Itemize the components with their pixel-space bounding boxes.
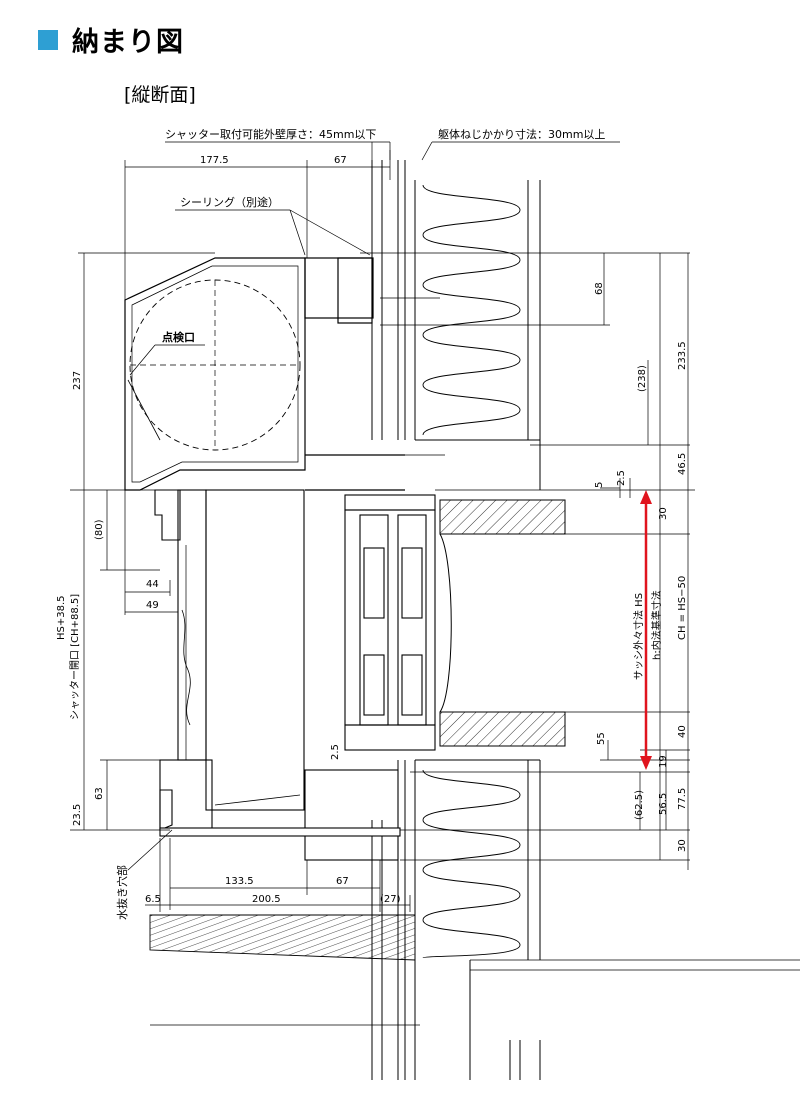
dim-237: 237 (72, 371, 83, 390)
dim-56-5: 56.5 (658, 793, 669, 815)
dim-2-5-bottom: 2.5 (330, 744, 341, 760)
dim-30-bottom: 30 (677, 839, 688, 852)
dim-77-5: 77.5 (677, 788, 688, 810)
dim-46-5: 46.5 (677, 453, 688, 475)
sill-block (439, 711, 566, 747)
dimension-lines (70, 141, 695, 912)
dim-44: 44 (146, 579, 159, 590)
sash-outer-size-label: サッシ外々寸法 HS (632, 593, 645, 680)
dim-63: 63 (94, 787, 105, 800)
head-block (439, 499, 566, 535)
shutter-box (124, 257, 306, 491)
screw-depth-note: 躯体ねじかかり寸法：30mm以上 (438, 127, 605, 141)
dim-49: 49 (146, 600, 159, 611)
dim-2-5-top: 2.5 (616, 470, 627, 486)
dim-40: 40 (677, 725, 688, 738)
dim-19: 19 (658, 755, 669, 768)
insulation-upper (422, 184, 521, 436)
dim-55: 55 (596, 732, 607, 745)
section-label: [縦断面] (124, 84, 196, 106)
guide-rail (154, 489, 305, 811)
dim-67-top: 67 (334, 155, 347, 166)
shutter-opening-label: シャッター開口 [CH+88.5] (69, 594, 81, 720)
sealing-note: シーリング（別途） (180, 195, 279, 209)
dim-200-5: 200.5 (252, 894, 281, 905)
dim-68: 68 (594, 282, 605, 295)
dim-233-5: 233.5 (677, 341, 688, 370)
window-sash (344, 494, 436, 751)
dim-23-5: 23.5 (72, 804, 83, 826)
dim-27: (27) (380, 894, 401, 905)
opening-line (439, 533, 452, 713)
dim-62-5: (62.5) (634, 790, 645, 820)
dim-30-top: 30 (658, 507, 669, 520)
back-frame (304, 257, 445, 491)
dim-177-5: 177.5 (200, 155, 229, 166)
insulation-lower (422, 769, 521, 959)
dim-133-5: 133.5 (225, 876, 254, 887)
page-heading: 納まり図 (38, 20, 184, 59)
inspection-port-label: 点検口 (162, 330, 195, 344)
dim-5: 5 (594, 482, 605, 488)
heading-square-icon (38, 29, 58, 50)
inner-size-label: h:内法基準寸法 (650, 590, 663, 660)
dim-6-5: 6.5 (145, 894, 161, 905)
page-title: 納まり図 (72, 27, 184, 58)
wall-thickness-note: シャッター取付可能外壁厚さ：45mm以下 (165, 127, 376, 141)
dim-80: (80) (94, 519, 105, 540)
drain-hole-label: 水抜き穴部 (115, 865, 129, 920)
dim-238: (238) (637, 365, 648, 392)
dim-hs-plus: HS+38.5 (56, 595, 67, 640)
ch-label: CH = HS−50 (677, 576, 688, 640)
dim-67-bottom: 67 (336, 876, 349, 887)
sash-height-arrow (640, 490, 652, 770)
sill-frame (159, 759, 401, 861)
ground-slab (149, 914, 420, 1080)
